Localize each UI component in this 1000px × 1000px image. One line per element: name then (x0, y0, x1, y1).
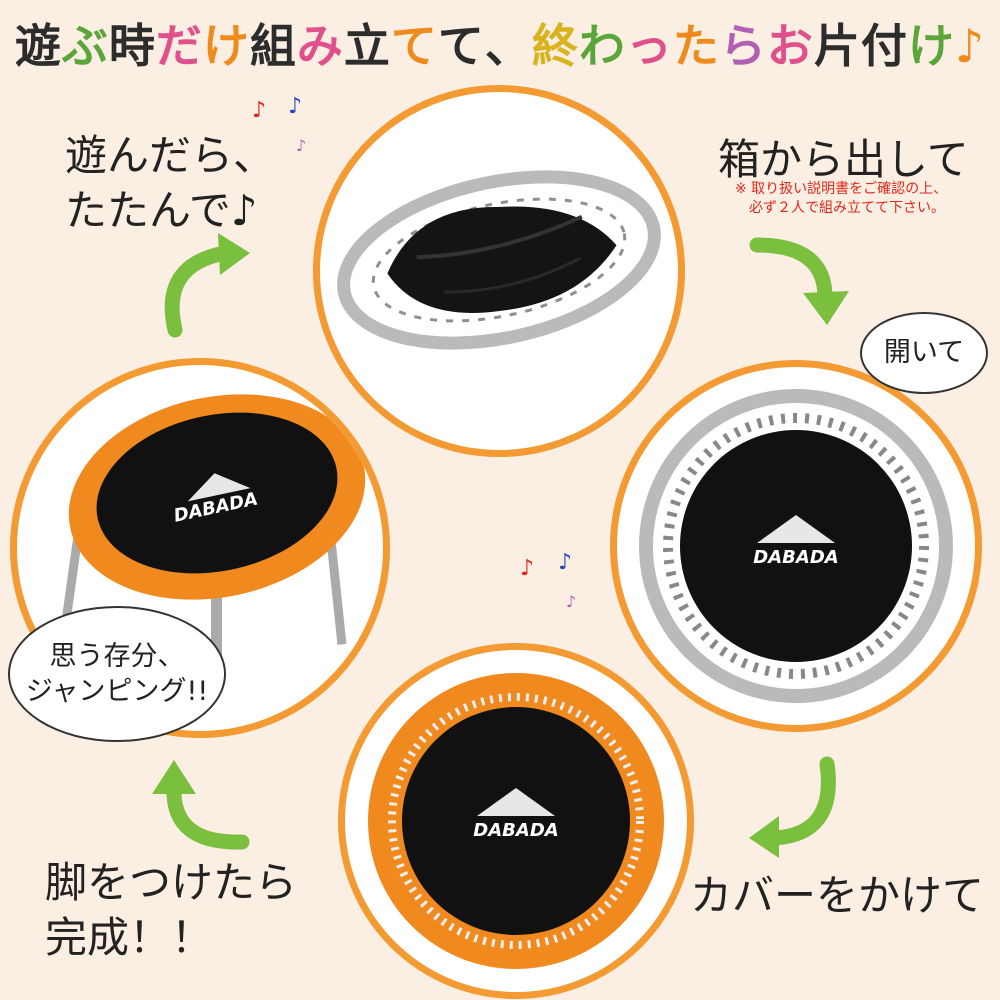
headline-char: 、 (484, 19, 532, 73)
music-note-icon: ♪ (558, 550, 573, 575)
fold-caption-line-2: たたんで♪ (65, 186, 258, 236)
warning-line-1: ※ 取り扱い説明書をご確認の上、 (735, 181, 948, 197)
page-title: 遊ぶ時だけ組み立てて、終わったらお片付け♪ (0, 10, 1000, 76)
legs-caption: 脚をつけたら 完成！！ (45, 855, 297, 966)
fold-caption: 遊んだら、 たたんで♪ (65, 128, 275, 239)
arrow-icon (749, 237, 849, 325)
legs-caption-line-1: 脚をつけたら (45, 858, 298, 907)
headline-char: わ (578, 19, 626, 73)
headline-char: 終 (531, 19, 579, 73)
headline-char: ぶ (61, 19, 109, 73)
headline-char: 付 (860, 19, 908, 73)
headline-char: ら (719, 19, 767, 73)
unboxed-trampoline-circle (313, 85, 685, 457)
headline-char: 遊 (14, 19, 62, 73)
headline-char: 片 (813, 19, 861, 73)
open-bubble-text: 開いて (883, 337, 965, 369)
open-speech-bubble: 開いて (860, 312, 988, 394)
music-note-icon: ♪ (520, 556, 535, 581)
headline-char: み (296, 19, 344, 73)
jump-bubble-line-2: ジャンピング!! (25, 676, 209, 707)
jump-bubble-line-1: 思う存分、 (49, 640, 185, 672)
complete-trampoline-image: DABADA (61, 394, 366, 685)
jump-bubble-text: 思う存分、 ジャンピング!! (26, 639, 208, 709)
music-note-icon: ♪ (296, 136, 307, 155)
brand-logo: DABADA (473, 820, 558, 841)
headline-char: て (390, 19, 438, 73)
assembly-warning-note: ※ 取り扱い説明書をご確認の上、 必ず２人で組み立てて下さい。 (735, 180, 947, 218)
headline-char: お (766, 19, 814, 73)
headline-char: け (907, 19, 955, 73)
arrow-icon (152, 760, 250, 850)
fold-caption-line-1: 遊んだら、 (65, 131, 276, 180)
headline-char: ♪ (954, 19, 986, 73)
cover-caption: カバーをかけて (690, 868, 984, 923)
covered-trampoline-image: DABADA (368, 673, 664, 969)
music-note-icon: ♪ (288, 94, 303, 119)
legs-caption-line-2: 完成！！ (45, 913, 214, 963)
headline-char: た (672, 19, 720, 73)
headline-char: け (202, 19, 250, 73)
jump-speech-bubble: 思う存分、 ジャンピング!! (8, 606, 226, 742)
headline-char: 立 (343, 19, 391, 73)
covered-trampoline-circle: DABADA (338, 643, 694, 999)
music-note-icon: ♪ (252, 98, 267, 123)
folded-trampoline-image (337, 170, 661, 350)
opened-frame-circle: DABADA (610, 360, 982, 732)
unbox-caption-text: 箱から出して (718, 135, 969, 184)
headline-char: だ (155, 19, 203, 73)
brand-logo: DABADA (753, 547, 838, 568)
headline-char: 組 (249, 19, 297, 73)
arrow-icon (164, 233, 250, 338)
headline-char: て (437, 19, 485, 73)
unbox-caption: 箱から出して (718, 132, 969, 187)
headline-char: 時 (108, 19, 156, 73)
cover-caption-text: カバーをかけて (690, 871, 985, 920)
headline-char: っ (625, 19, 673, 73)
opened-frame-image: DABADA (639, 389, 953, 703)
music-note-icon: ♪ (566, 592, 577, 611)
warning-line-2: 必ず２人で組み立てて下さい。 (749, 199, 945, 216)
arrow-icon (749, 756, 836, 858)
